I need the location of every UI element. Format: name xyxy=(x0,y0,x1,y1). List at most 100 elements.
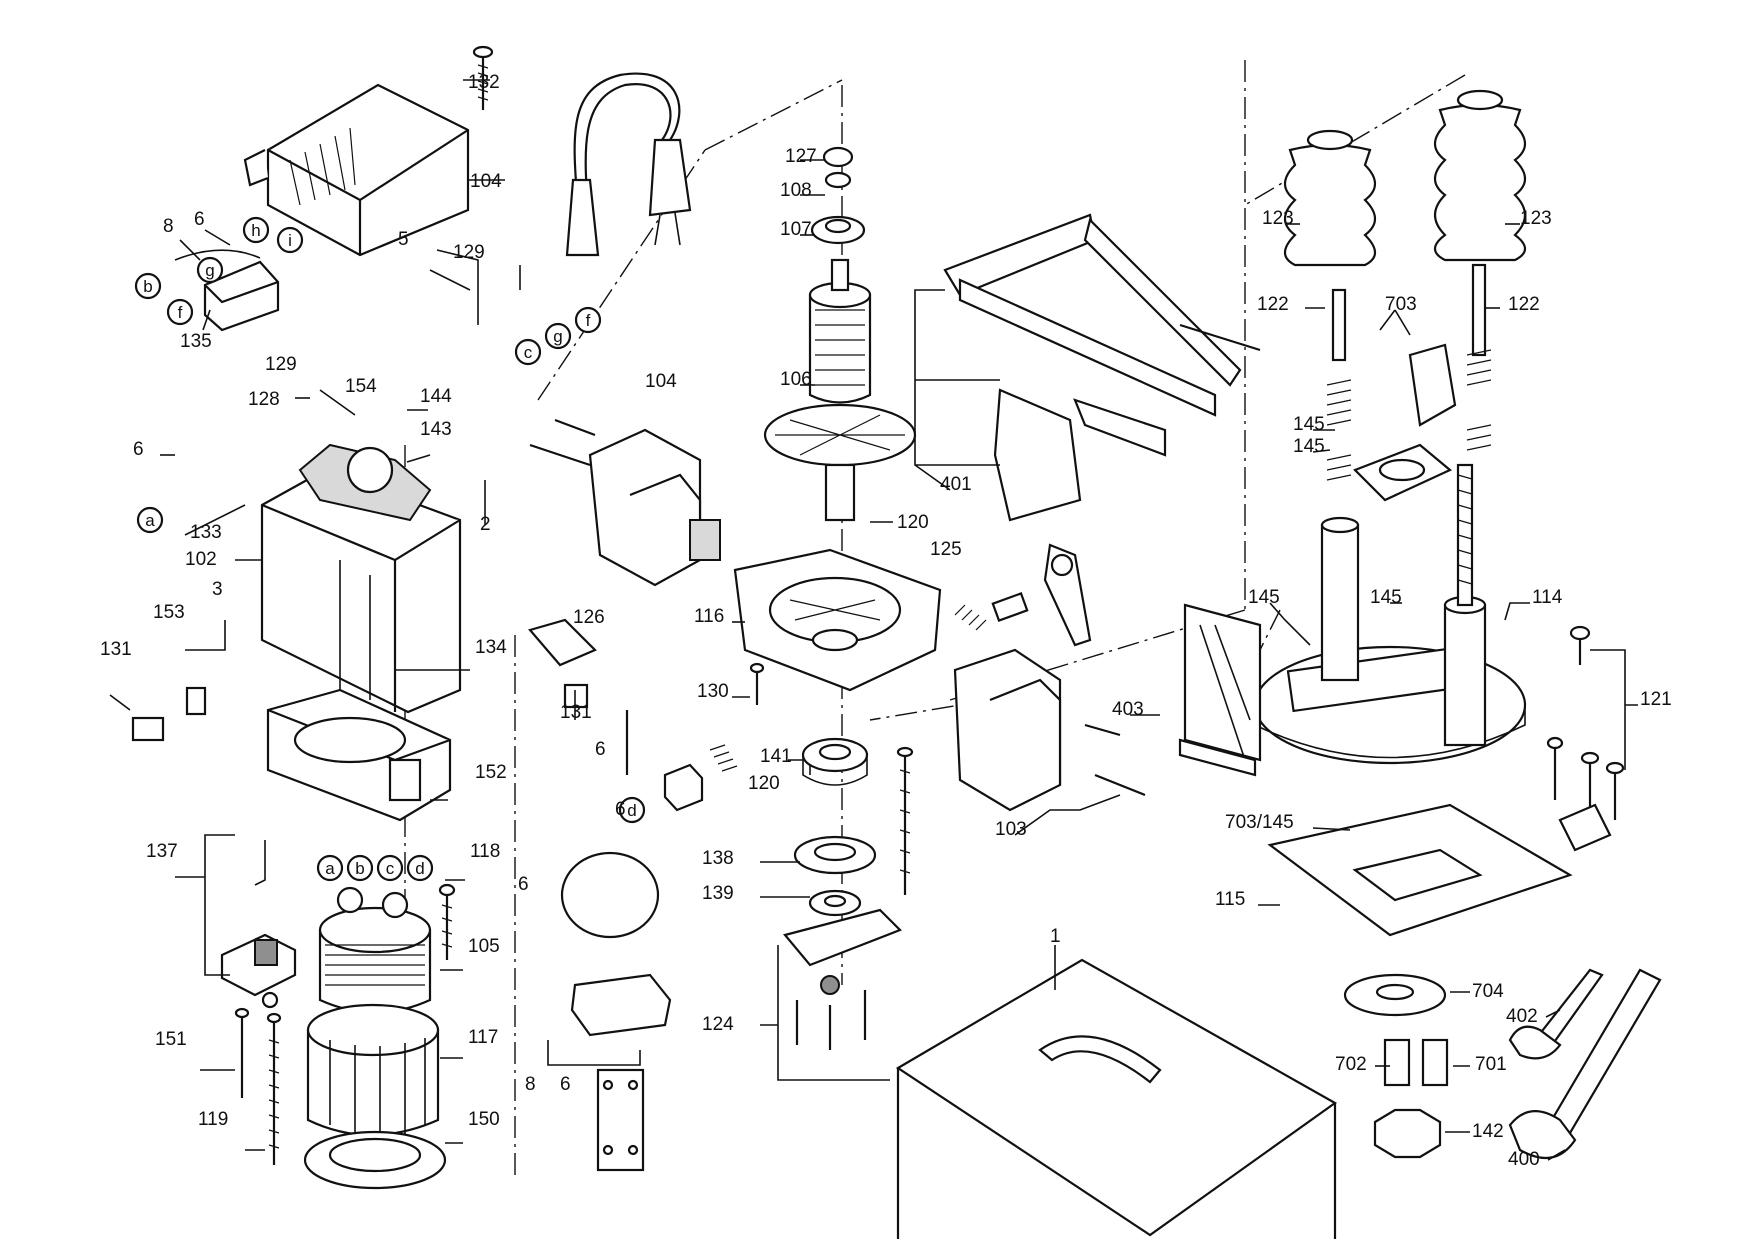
part-number-label: 118 xyxy=(470,841,500,862)
part-number-label: 135 xyxy=(180,331,212,352)
part-number-label: 129 xyxy=(265,354,297,375)
tag-circle xyxy=(166,298,194,326)
part-number-label: 402 xyxy=(1506,1006,1538,1027)
tag-circle xyxy=(376,854,404,882)
leader-lines xyxy=(109,79,1638,1161)
chip-shield xyxy=(1178,603,1262,777)
part-number-label: 102 xyxy=(185,549,217,570)
bearing-lower xyxy=(801,737,869,786)
part-number-label: 152 xyxy=(475,762,507,783)
rods-and-springs xyxy=(1326,263,1492,481)
part-number-label: 3 xyxy=(212,579,223,600)
part-number-label: 124 xyxy=(702,1014,734,1035)
collets-and-nut xyxy=(1373,1038,1449,1159)
part-number-label: 153 xyxy=(153,602,185,623)
part-number-label: 5 xyxy=(398,229,409,250)
terminal-block xyxy=(528,618,629,775)
part-number-label: 6 xyxy=(615,799,626,820)
lock-lever xyxy=(954,543,1092,647)
depth-screw xyxy=(749,662,914,895)
part-number-label: 138 xyxy=(702,848,734,869)
part-number-label: 403 xyxy=(1112,699,1144,720)
part-number-label: 122 xyxy=(1508,294,1540,315)
motor-cover xyxy=(243,83,470,257)
tag-letter: a xyxy=(325,859,335,878)
wiring-diagram xyxy=(547,851,672,1172)
depth-stop xyxy=(1353,343,1457,502)
switch-assembly xyxy=(174,249,280,332)
part-number-label: 131 xyxy=(560,702,592,723)
base-housing xyxy=(266,688,452,822)
parallel-guide xyxy=(943,213,1261,522)
bellows-right xyxy=(1433,89,1527,262)
part-number-label: 6 xyxy=(194,209,205,230)
motor-flange xyxy=(733,548,942,692)
part-number-label: 8 xyxy=(525,1074,536,1095)
part-number-label: 105 xyxy=(468,936,500,957)
part-number-label: 703/145 xyxy=(1225,812,1294,833)
base-sole xyxy=(1267,803,1573,937)
tag-letter: i xyxy=(288,231,292,250)
tag-letter: c xyxy=(524,343,533,362)
part-number-label: 145 xyxy=(1370,587,1402,608)
tag-circle xyxy=(544,322,572,350)
brush-kit xyxy=(783,908,902,1050)
part-number-label: 150 xyxy=(468,1109,500,1130)
part-number-label: 141 xyxy=(760,746,792,767)
tag-circle xyxy=(134,272,162,300)
part-number-label: 107 xyxy=(780,219,812,240)
tag-circle xyxy=(316,854,344,882)
part-number-label: 114 xyxy=(1532,587,1563,608)
part-number-label: 120 xyxy=(748,773,780,794)
part-number-label: 115 xyxy=(1215,889,1245,910)
plunge-columns xyxy=(1320,463,1487,747)
stator-housing xyxy=(306,1003,440,1138)
adapter-plate xyxy=(1343,973,1447,1017)
spring-and-nut xyxy=(663,744,738,812)
part-number-label: 119 xyxy=(198,1109,228,1130)
bellows-left xyxy=(1283,129,1377,267)
carrying-case xyxy=(895,958,1338,1239)
wrenches xyxy=(1508,968,1662,1160)
screw-set xyxy=(1546,625,1625,852)
part-number-label: 703 xyxy=(1385,294,1417,315)
tag-circle xyxy=(136,506,164,534)
part-number-label: 116 xyxy=(694,606,724,627)
tag-circle xyxy=(618,796,646,824)
part-number-label: 144 xyxy=(420,386,452,407)
part-number-label: 123 xyxy=(1262,208,1294,229)
tag-circle xyxy=(514,338,542,366)
part-number-label: 104 xyxy=(645,371,677,392)
tag-letter: b xyxy=(143,277,152,296)
tag-letter: d xyxy=(415,859,424,878)
part-number-label: 131 xyxy=(100,639,132,660)
part-number-label: 125 xyxy=(930,539,962,560)
field-coil xyxy=(318,886,432,1014)
part-number-label: 142 xyxy=(1472,1121,1504,1142)
part-number-label: 701 xyxy=(1475,1054,1507,1075)
part-number-label: 6 xyxy=(595,739,606,760)
brush-holder xyxy=(220,840,297,1009)
tag-letter: g xyxy=(205,261,214,280)
long-screws xyxy=(234,883,456,1165)
ring xyxy=(303,1130,447,1190)
part-number-label: 145 xyxy=(1248,587,1280,608)
power-cord xyxy=(565,72,692,257)
part-number-label: 6 xyxy=(518,874,529,895)
tag-letter: f xyxy=(178,303,183,322)
part-number-label: 104 xyxy=(470,171,502,192)
part-number-label: 134 xyxy=(475,637,507,658)
tag-circle xyxy=(406,854,434,882)
part-number-label: 137 xyxy=(146,841,178,862)
part-number-label: 122 xyxy=(1257,294,1289,315)
part-number-label: 400 xyxy=(1508,1149,1540,1170)
tag-circle xyxy=(242,216,270,244)
part-number-label: 117 xyxy=(468,1027,498,1048)
tag-letter: a xyxy=(145,511,155,530)
handle-left xyxy=(529,418,721,587)
part-number-label: 121 xyxy=(1640,689,1672,710)
tag-letter: g xyxy=(553,327,562,346)
tag-circle xyxy=(574,306,602,334)
